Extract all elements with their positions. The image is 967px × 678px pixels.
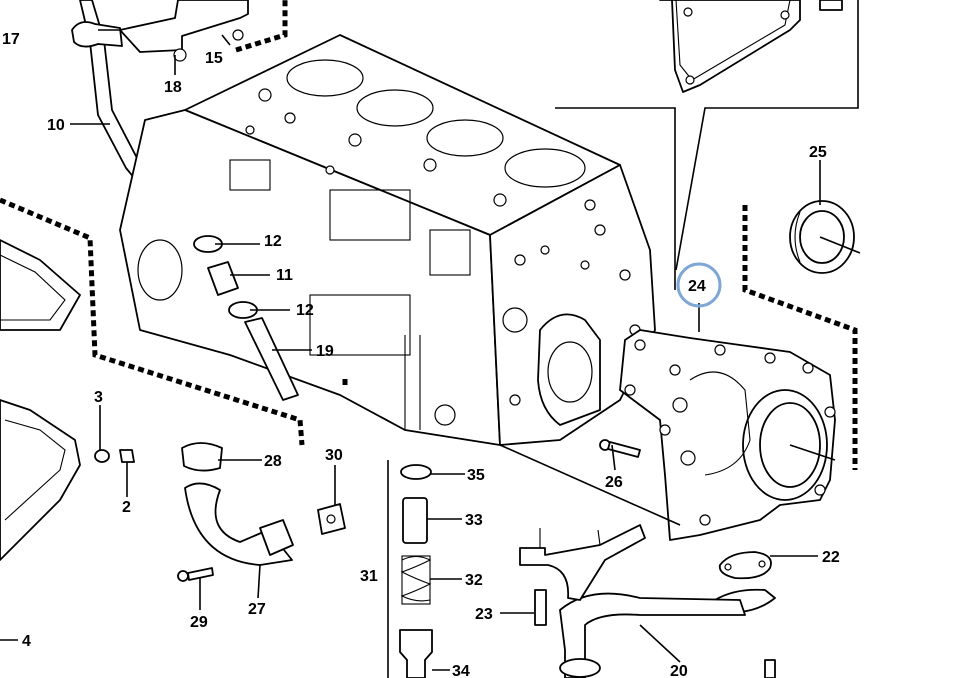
- callout-34[interactable]: 34: [452, 663, 470, 678]
- callout-33[interactable]: 33: [465, 512, 483, 529]
- callout-28[interactable]: 28: [264, 453, 282, 470]
- callout-23[interactable]: 23: [475, 606, 493, 623]
- pipe-clamp[interactable]: [71, 0, 249, 62]
- frame-line-right: [675, 0, 859, 271]
- callout-12-upper[interactable]: 12: [264, 233, 282, 250]
- callout-12-lower[interactable]: 12: [296, 302, 314, 319]
- callout-18[interactable]: 18: [164, 79, 182, 96]
- piston-34[interactable]: [399, 629, 433, 678]
- callout-17[interactable]: 17: [2, 31, 20, 48]
- callout-29[interactable]: 29: [190, 614, 208, 631]
- oil-filler-pipe[interactable]: [184, 482, 294, 566]
- dashed-outline-right: [742, 205, 858, 470]
- callout-26[interactable]: 26: [605, 474, 623, 491]
- oil-pan[interactable]: [0, 239, 81, 561]
- oil-pump-housing[interactable]: [619, 329, 836, 541]
- gasket-30[interactable]: [317, 503, 346, 535]
- bolt-20-stud[interactable]: [764, 659, 776, 678]
- callout-4[interactable]: 4: [22, 633, 31, 650]
- gasket-22[interactable]: [718, 551, 772, 580]
- callout-3[interactable]: 3: [94, 389, 103, 406]
- callout-31[interactable]: 31: [360, 568, 378, 585]
- callout-22[interactable]: 22: [822, 549, 840, 566]
- callout-10[interactable]: 10: [47, 117, 65, 134]
- timing-cover-gasket[interactable]: [659, 0, 801, 93]
- bolt-23[interactable]: [534, 589, 547, 626]
- leader-lines: [0, 29, 861, 671]
- engine-block[interactable]: [119, 34, 656, 446]
- dashed-outline-top: [235, 0, 288, 53]
- callout-35[interactable]: 35: [467, 467, 485, 484]
- washer-3[interactable]: [94, 449, 110, 463]
- sleeve-33[interactable]: [402, 497, 428, 544]
- bolt-top-right[interactable]: [819, 0, 843, 11]
- tube-19[interactable]: [244, 317, 299, 401]
- bushing-35[interactable]: [400, 464, 432, 480]
- frame-line-top: [555, 107, 676, 290]
- callout-15[interactable]: 15: [205, 50, 223, 67]
- callout-30[interactable]: 30: [325, 447, 343, 464]
- highlight-ring: [676, 262, 722, 308]
- callout-2[interactable]: 2: [122, 499, 131, 516]
- spring-32[interactable]: [400, 555, 432, 605]
- oil-suction-pipe[interactable]: [519, 524, 776, 678]
- callout-20[interactable]: 20: [670, 663, 688, 678]
- callout-25[interactable]: 25: [809, 144, 827, 161]
- callout-24[interactable]: 24: [688, 278, 706, 295]
- bolt-29[interactable]: [177, 567, 214, 582]
- callout-19[interactable]: 19: [316, 343, 334, 360]
- callout-32[interactable]: 32: [465, 572, 483, 589]
- callout-27[interactable]: 27: [248, 601, 266, 618]
- callout-11[interactable]: 11: [276, 267, 293, 284]
- bolt-2[interactable]: [119, 449, 135, 463]
- sleeve-11[interactable]: [207, 261, 239, 296]
- bolt-26[interactable]: [599, 439, 641, 458]
- dashed-outline-left: [0, 197, 305, 446]
- oil-filler-cap[interactable]: [181, 442, 223, 472]
